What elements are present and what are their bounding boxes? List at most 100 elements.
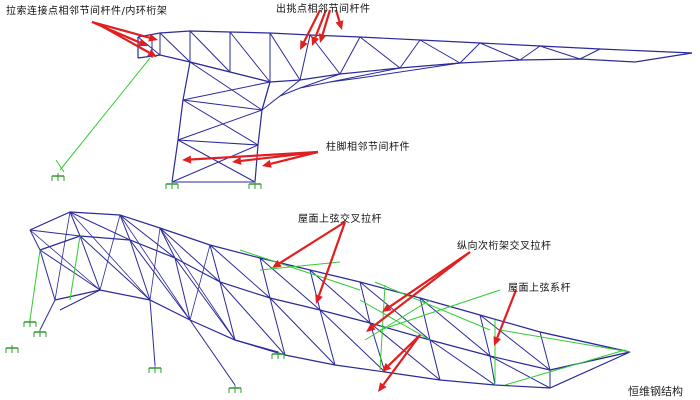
truss-member <box>69 211 151 301</box>
brace-member <box>239 249 361 291</box>
truss-member <box>177 139 259 146</box>
label-roof-tie: 屋面上弦系杆 <box>508 283 571 294</box>
annotation-arrow <box>382 334 421 386</box>
label-cable-connection: 拉索连接点相邻节间杆件/内环桁架 <box>6 6 168 17</box>
brace-member <box>504 349 626 386</box>
brace-member <box>499 329 631 353</box>
truss-member <box>119 214 131 241</box>
annotation-arrow <box>314 9 328 39</box>
truss-member <box>549 351 631 371</box>
annotation-arrow <box>270 150 319 165</box>
column-member <box>234 339 279 353</box>
truss-member <box>579 48 601 60</box>
truss-member <box>369 322 386 373</box>
annotation-arrowhead <box>138 38 148 47</box>
truss-member <box>119 214 191 321</box>
truss-member <box>539 331 551 371</box>
truss-member <box>174 257 191 321</box>
truss-chord <box>137 30 693 54</box>
truss-member <box>171 144 259 183</box>
truss-member <box>209 244 221 283</box>
annotation-arrowhead <box>493 336 502 346</box>
truss-member <box>419 297 491 357</box>
label-longitudinal-cross-brace: 纵向次桁架交叉拉杆 <box>457 241 552 252</box>
truss-member <box>269 32 301 81</box>
truss-member <box>459 42 481 64</box>
truss-member <box>29 229 41 251</box>
truss-member <box>177 109 263 141</box>
truss-member <box>54 211 71 301</box>
watermark: 恒维钢结构 <box>628 385 683 398</box>
truss-chord <box>54 289 631 389</box>
annotation-arrow <box>387 334 421 367</box>
truss-member <box>429 339 496 386</box>
truss-chord <box>171 61 191 183</box>
brace-member <box>379 284 386 371</box>
column-member <box>39 299 56 331</box>
truss-member <box>261 81 271 111</box>
annotation-arrow <box>279 221 346 265</box>
brace-member <box>359 299 431 341</box>
truss-member <box>129 239 191 321</box>
truss-member <box>79 235 151 301</box>
brace-member <box>259 261 341 271</box>
column-member <box>59 289 101 311</box>
annotation-arrowhead <box>315 294 323 304</box>
annotation-arrowhead <box>300 40 308 50</box>
truss-member <box>129 239 151 301</box>
column-member <box>189 319 236 386</box>
truss-member <box>182 99 263 111</box>
truss-member <box>359 62 461 79</box>
truss-member <box>429 339 441 381</box>
truss-member <box>119 214 176 259</box>
truss-member <box>339 36 361 75</box>
annotation-arrow <box>190 150 319 161</box>
annotation-arrow <box>303 9 321 43</box>
truss-member <box>209 244 271 299</box>
truss-member <box>269 297 336 366</box>
annotation-arrowhead <box>148 33 158 42</box>
truss-member <box>29 229 81 237</box>
truss-member <box>479 42 521 61</box>
annotation-arrow <box>91 20 150 39</box>
annotation-arrowhead <box>311 36 319 46</box>
annotation-arrowhead <box>262 159 272 168</box>
annotation-arrowhead <box>382 303 392 312</box>
truss-member <box>279 79 301 97</box>
annotation-arrowhead <box>318 33 327 43</box>
truss-member <box>229 31 271 83</box>
truss-member <box>519 45 541 61</box>
truss-member <box>189 61 263 111</box>
annotation-arrowhead <box>147 49 157 57</box>
truss-member <box>189 30 231 73</box>
truss-member <box>79 235 101 291</box>
truss-member <box>359 36 401 69</box>
cable-member <box>59 57 151 171</box>
annotation-arrowhead <box>382 362 392 372</box>
annotation-arrow <box>321 9 332 35</box>
truss-member <box>369 322 441 381</box>
truss-member <box>39 249 56 301</box>
truss-member <box>309 269 321 311</box>
truss-member <box>177 139 256 183</box>
annotation-arrow <box>496 289 518 339</box>
truss-member <box>259 257 271 299</box>
truss-member <box>182 81 271 101</box>
label-column-base: 柱脚相邻节间杆件 <box>326 142 410 153</box>
truss-member <box>489 355 551 389</box>
truss-member <box>489 355 496 386</box>
truss-member <box>299 73 341 89</box>
truss-member <box>149 227 161 301</box>
truss-chord <box>29 211 631 353</box>
label-cantilever-point: 出挑点相邻节间杆件 <box>276 4 371 15</box>
brace-member <box>69 235 81 301</box>
truss-member <box>479 314 491 357</box>
brace-member <box>364 299 431 341</box>
annotation-arrow <box>372 251 471 328</box>
annotation-arrow <box>97 23 150 54</box>
annotation-arrowhead <box>272 259 282 268</box>
truss-member <box>189 61 271 83</box>
truss-member <box>69 211 81 237</box>
